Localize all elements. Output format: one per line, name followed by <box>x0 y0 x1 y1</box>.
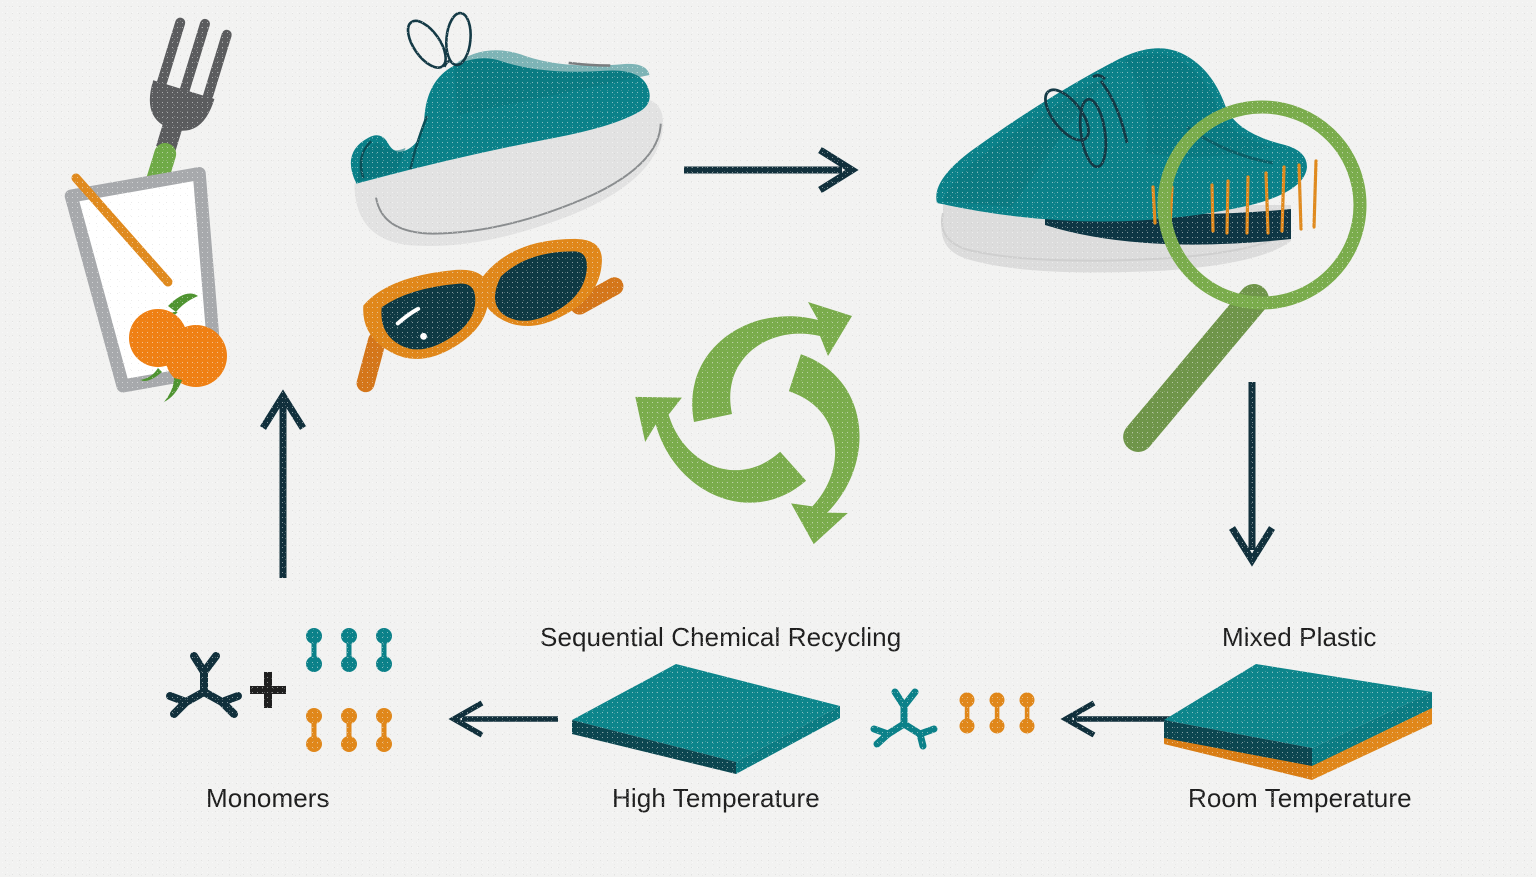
room-temperature-molecules-group <box>870 678 1045 758</box>
label-mixed-plastic: Mixed Plastic <box>1222 622 1377 652</box>
arrow-high-temp-to-monomers <box>448 700 560 738</box>
straw-icon <box>71 173 173 287</box>
label-high-temperature: High Temperature <box>612 783 820 813</box>
plus-sign-icon <box>250 672 286 708</box>
recycling-symbol-icon <box>622 288 912 550</box>
arrow-monomers-to-products <box>260 388 306 580</box>
magnifying-glass-icon <box>1123 100 1367 452</box>
sunglasses-icon <box>340 228 640 393</box>
label-monomers: Monomers <box>206 783 330 813</box>
catalyst-molecule-icon <box>166 652 242 718</box>
label-room-temperature: Room Temperature <box>1188 783 1412 813</box>
orange-monomer-row <box>306 708 392 752</box>
arrow-products-to-inspection <box>684 147 864 193</box>
monomers-group <box>160 620 410 770</box>
label-sequential-chemical-recycling: Sequential Chemical Recycling <box>540 622 902 652</box>
sneaker-with-magnifier-icon <box>925 15 1425 455</box>
arrow-inspection-to-mixed-plastic <box>1229 382 1275 572</box>
catalyst-molecule-icon <box>870 688 938 750</box>
orange-monomer-row <box>959 692 1035 734</box>
teal-monomer-row <box>306 628 392 672</box>
drinking-cup-icon <box>50 160 270 410</box>
arrow-mixed-to-high-temp <box>1060 700 1172 738</box>
single-plastic-slab-icon <box>568 662 848 774</box>
sneaker-icon <box>320 0 680 260</box>
mixed-plastic-slab-icon <box>1160 662 1440 780</box>
oranges-icon <box>129 293 227 402</box>
